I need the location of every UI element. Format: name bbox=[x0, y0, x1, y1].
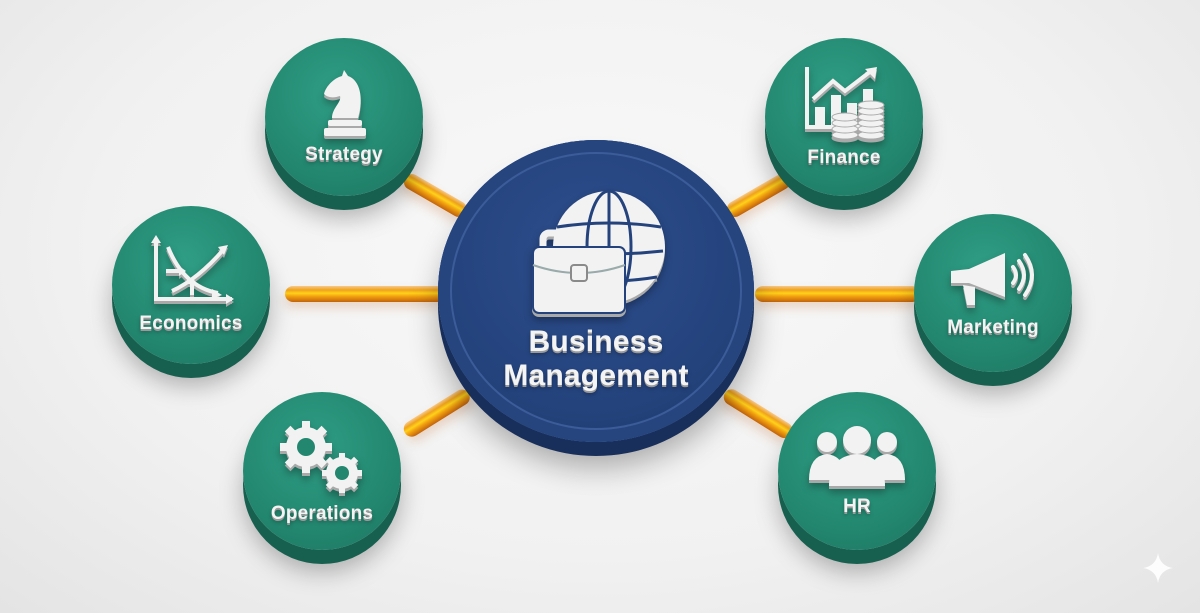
connector-finance bbox=[724, 171, 793, 220]
megaphone-icon bbox=[945, 247, 1041, 311]
connector-hr bbox=[720, 386, 796, 442]
briefcase-globe-icon bbox=[521, 189, 671, 317]
people-group-icon bbox=[807, 424, 907, 490]
chess-knight-icon bbox=[314, 68, 374, 138]
hub-business-management: Business Management bbox=[438, 140, 754, 442]
node-label: Strategy bbox=[305, 144, 383, 165]
node-label: Economics bbox=[139, 313, 243, 334]
hub-label: Business Management bbox=[503, 325, 689, 392]
connector-strategy bbox=[401, 171, 470, 220]
connector-operations bbox=[400, 386, 473, 440]
supply-demand-chart-icon bbox=[148, 235, 234, 307]
node-label: Operations bbox=[270, 503, 374, 524]
node-marketing: Marketing bbox=[914, 214, 1072, 372]
node-operations: Operations bbox=[243, 392, 401, 550]
node-finance: Finance bbox=[765, 38, 923, 196]
node-label: Marketing bbox=[947, 317, 1039, 338]
node-strategy: Strategy bbox=[265, 38, 423, 196]
node-economics: Economics bbox=[112, 206, 270, 364]
connector-marketing bbox=[755, 286, 920, 302]
node-label: HR bbox=[843, 496, 871, 517]
node-label: Finance bbox=[807, 147, 881, 168]
node-hr: HR bbox=[778, 392, 936, 550]
growth-chart-coins-icon bbox=[801, 65, 887, 141]
connector-economics bbox=[285, 286, 445, 302]
gears-icon bbox=[274, 417, 370, 497]
sparkle-icon bbox=[1143, 553, 1173, 583]
